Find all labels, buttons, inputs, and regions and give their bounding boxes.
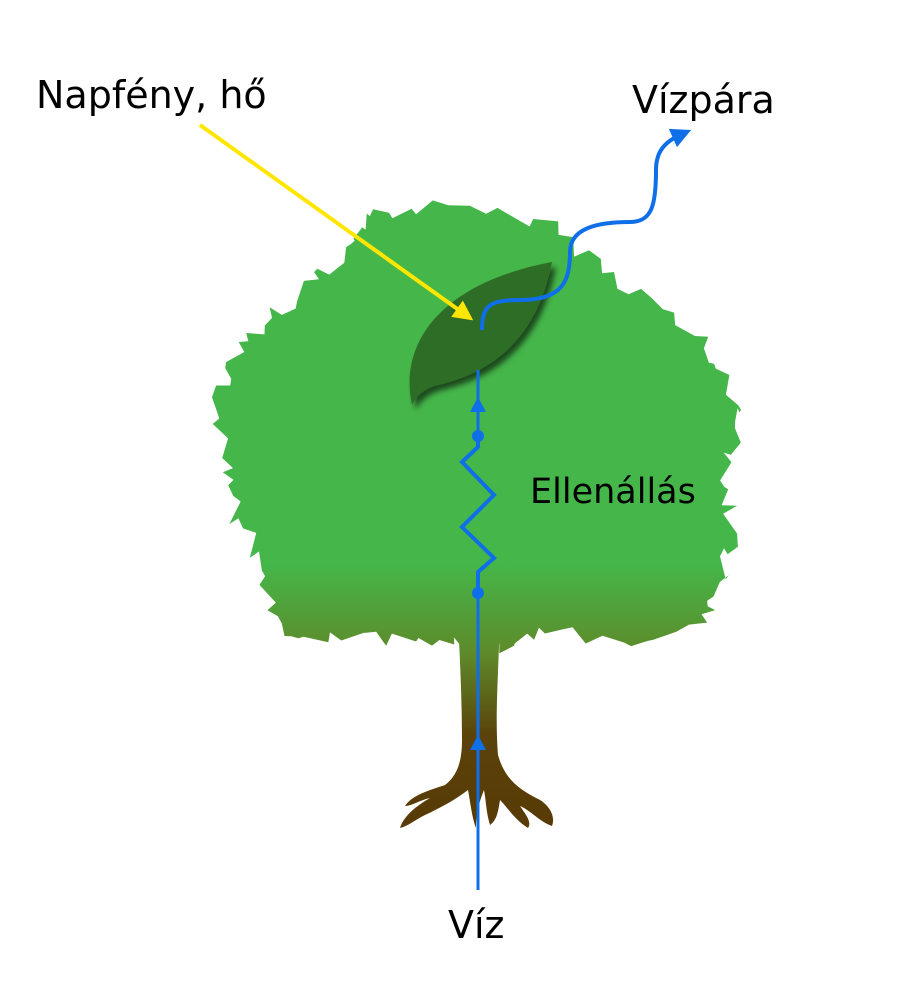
vapor-label: Vízpára bbox=[632, 78, 775, 122]
sunlight-label: Napfény, hő bbox=[36, 73, 267, 117]
vapor-path bbox=[480, 128, 692, 331]
resistor-node-icon bbox=[472, 587, 484, 599]
resistor-zigzag-icon bbox=[459, 437, 497, 590]
resistor-node-icon bbox=[472, 430, 484, 442]
arrow-up-icon bbox=[470, 397, 486, 412]
water-label: Víz bbox=[448, 903, 505, 947]
resistance-label: Ellenállás bbox=[530, 472, 696, 512]
arrow-up-icon bbox=[470, 735, 486, 750]
leaf bbox=[409, 262, 552, 405]
sunlight-arrow bbox=[198, 123, 474, 321]
